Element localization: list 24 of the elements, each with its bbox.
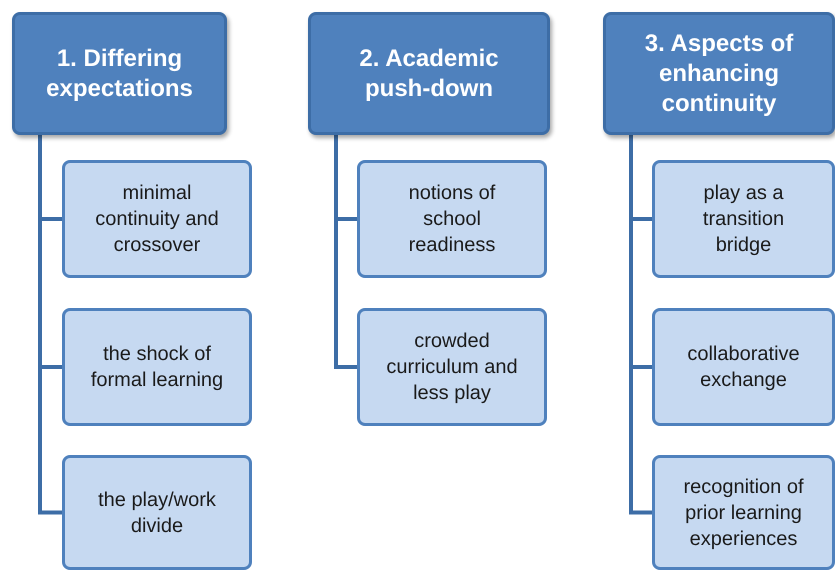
item-box (652, 455, 835, 570)
connector-line (38, 135, 62, 514)
item-text: the play/work divide (97, 488, 217, 538)
item-box (652, 160, 835, 278)
item-text: crowded curriculum and less play (385, 329, 519, 406)
heading-text: 1. Differing expectations (45, 44, 194, 104)
item-box (62, 455, 252, 570)
heading-text: 2. Academic push-down (358, 44, 500, 104)
item-text: minimal continuity and crossover (94, 181, 220, 258)
item-text: play as a transition bridge (702, 181, 786, 258)
item-text: recognition of prior learning experiences (682, 474, 805, 552)
item-text: notions of school readiness (408, 181, 496, 258)
item-text: the shock of formal learning (90, 342, 224, 393)
item-box (652, 308, 835, 426)
header-box (12, 12, 227, 135)
item-box (62, 308, 252, 426)
connector-line (629, 135, 652, 514)
heading-text: 3. Aspects of enhancing continuity (644, 28, 794, 118)
header-box (308, 12, 550, 135)
item-text: collaborative exchange (686, 342, 801, 393)
item-box (357, 308, 547, 426)
item-box (357, 160, 547, 278)
header-box (603, 12, 835, 135)
item-box (62, 160, 252, 278)
